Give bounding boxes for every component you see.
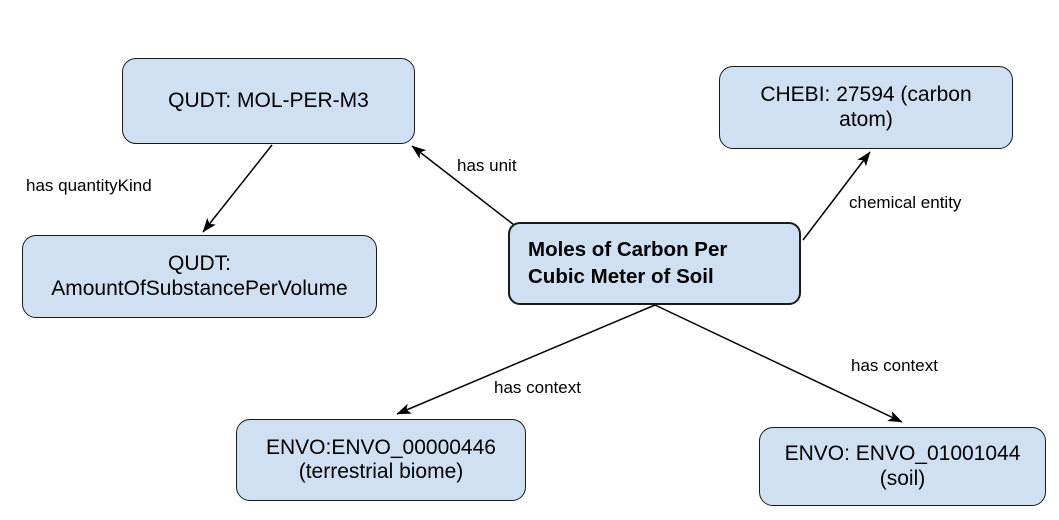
node-moles-of-carbon-per-cubic-meter-of-soil[interactable]: Moles of Carbon Per Cubic Meter of Soil	[508, 222, 801, 305]
node-label: CHEBI: 27594 (carbon atom)	[760, 83, 972, 131]
edge-label-has-context-right: has context	[851, 356, 938, 375]
edge-has-quantitykind	[202, 144, 273, 233]
node-label: ENVO:ENVO_00000446 (terrestrial biome)	[266, 435, 496, 483]
edge-label-has-unit: has unit	[457, 156, 517, 175]
edge-label-chemical-entity: chemical entity	[849, 193, 962, 212]
node-label: Moles of Carbon Per Cubic Meter of Soil	[528, 237, 728, 288]
node-label: QUDT: AmountOfSubstancePerVolume	[51, 252, 348, 300]
node-envo-01001044-soil[interactable]: ENVO: ENVO_01001044 (soil)	[759, 427, 1046, 506]
edge-label-has-quantitykind: has quantityKind	[26, 176, 152, 195]
node-qudt-amountofsubstancepervolume[interactable]: QUDT: AmountOfSubstancePerVolume	[22, 235, 377, 318]
node-envo-00000446-terrestrial-biome[interactable]: ENVO:ENVO_00000446 (terrestrial biome)	[236, 419, 526, 501]
edge-label-has-context-left: has context	[494, 378, 581, 397]
node-label: ENVO: ENVO_01001044 (soil)	[784, 442, 1021, 490]
node-qudt-mol-per-m3[interactable]: QUDT: MOL-PER-M3	[122, 58, 415, 144]
node-chebi-27594[interactable]: CHEBI: 27594 (carbon atom)	[719, 66, 1013, 149]
node-label: QUDT: MOL-PER-M3	[168, 88, 369, 112]
